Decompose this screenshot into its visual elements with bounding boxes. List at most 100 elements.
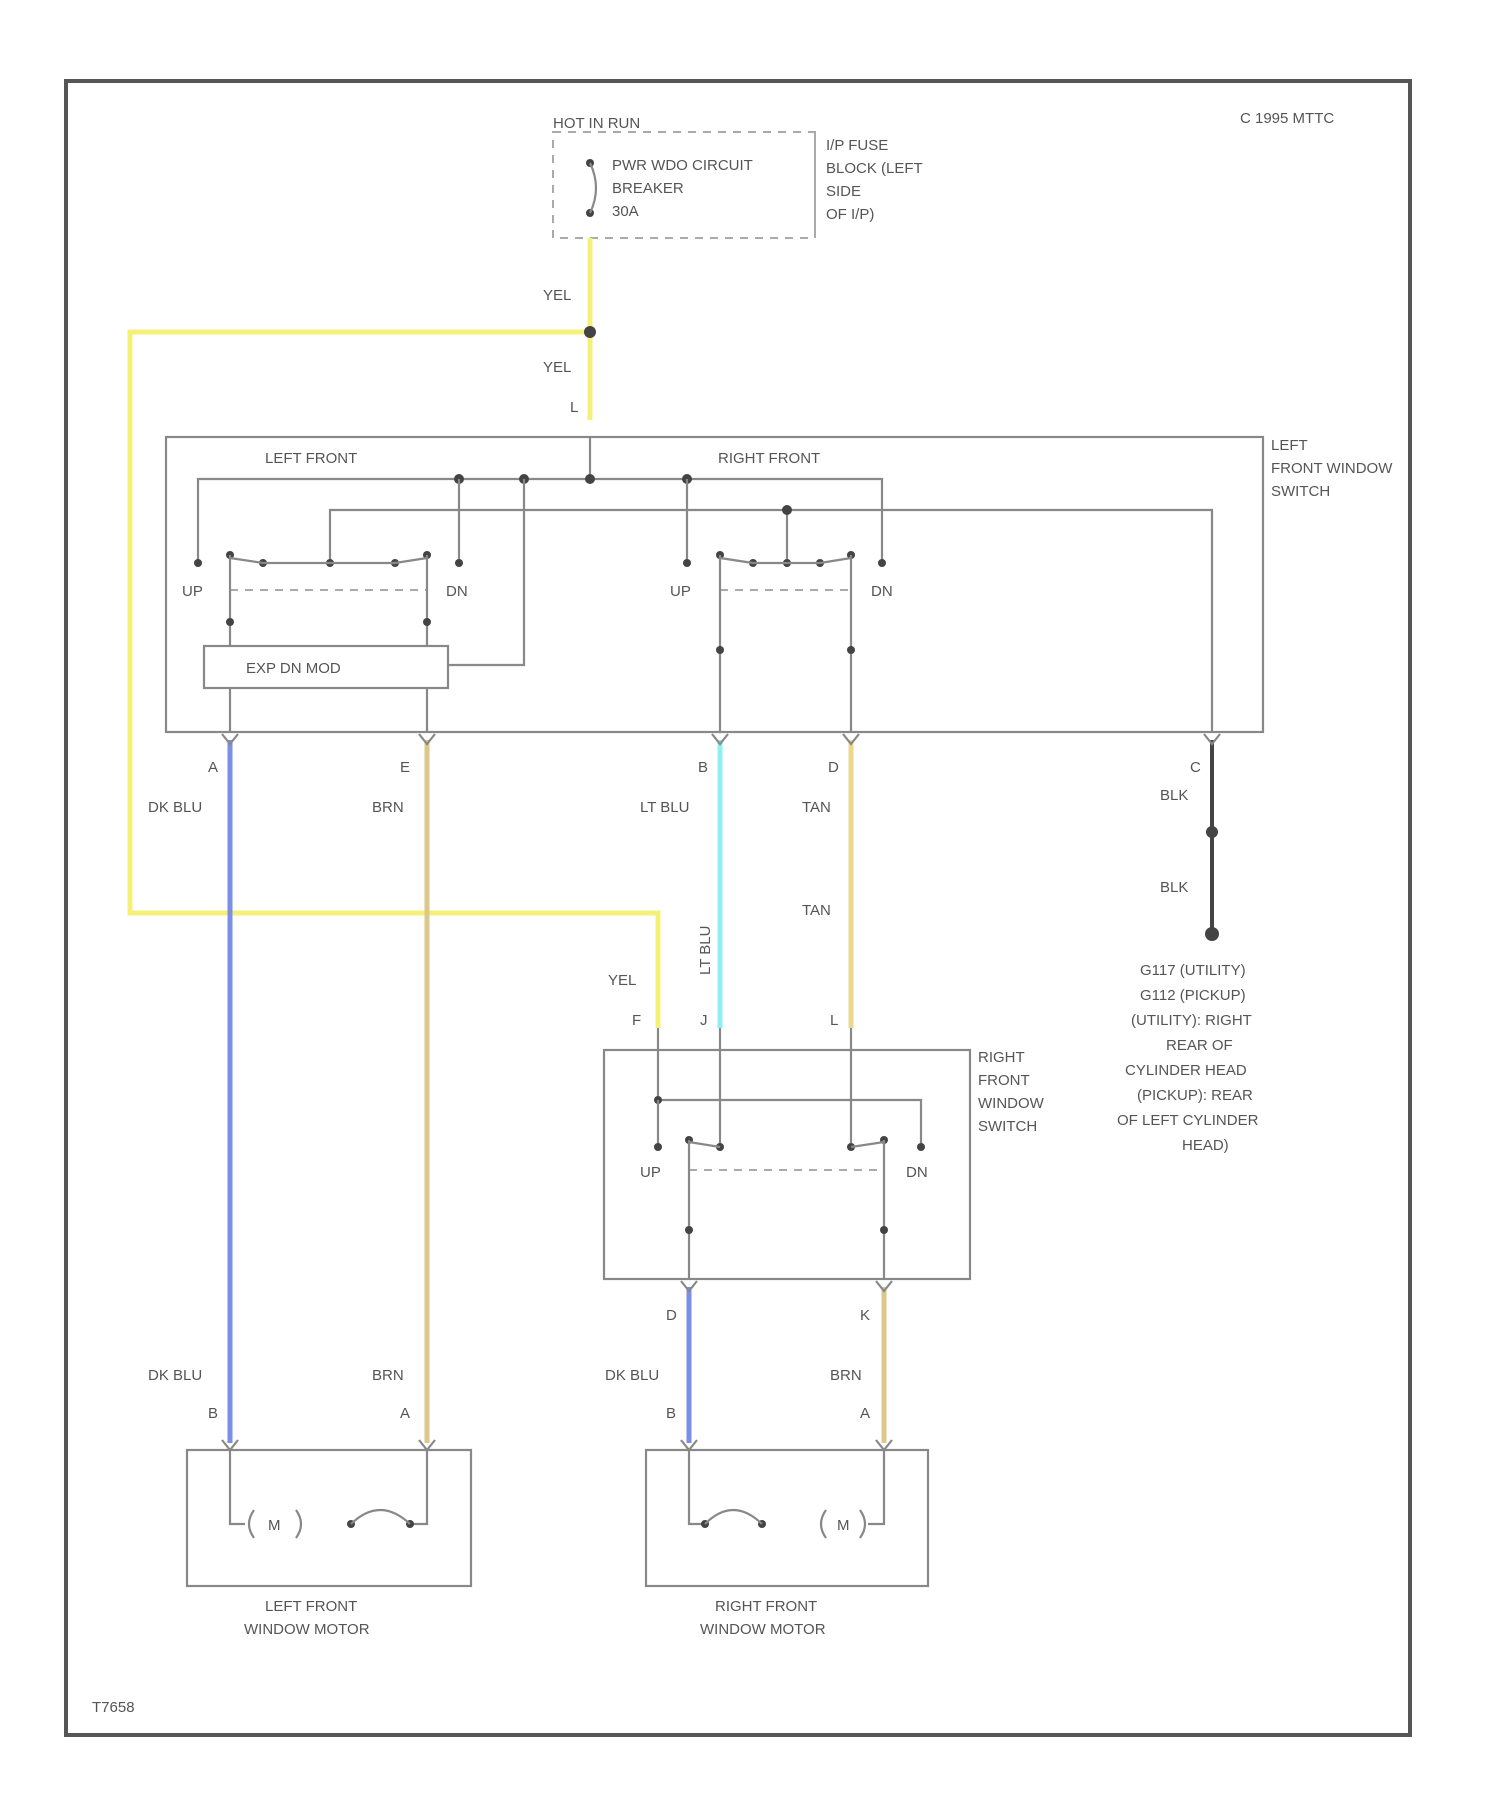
rf-contact-bar-right — [820, 558, 851, 563]
left-front-window-motor: M LEFT FRONT WINDOW MOTOR — [187, 1450, 471, 1638]
right-switch-name-line-1: RIGHT — [978, 1049, 1025, 1066]
pin-label-rfs-f: F — [632, 1012, 641, 1029]
lf-up-label: UP — [182, 583, 203, 600]
dk-blu-label-left: DK BLU — [148, 1367, 202, 1384]
pin-label-fuse-out: L — [570, 399, 578, 416]
brn-label-right: BRN — [830, 1367, 862, 1384]
right-switch-output-wires: D K DK BLU BRN B A DK BLU BRN B A — [148, 1287, 884, 1443]
yel-feed-circuit: YEL YEL L YEL F — [130, 238, 658, 1029]
connector-lfs-c — [1204, 734, 1220, 744]
rf-up-label: UP — [670, 583, 691, 600]
lf-contact-dn — [455, 559, 463, 567]
section-label-right-front: RIGHT FRONT — [718, 450, 820, 467]
tan-label-lower: TAN — [802, 902, 831, 919]
left-switch-name-line-3: SWITCH — [1271, 483, 1330, 500]
rfs-contact-bar-right — [851, 1142, 884, 1147]
dk-blu-label-upper: DK BLU — [148, 799, 202, 816]
right-switch-name-line-2: FRONT — [978, 1072, 1030, 1089]
yel-label-upper: YEL — [543, 287, 571, 304]
lf-contact-bar-left — [230, 558, 263, 563]
exp-dn-mod-label: EXP DN MOD — [246, 660, 341, 677]
left-motor-circuit-breaker — [351, 1510, 410, 1524]
fuse-location-line-2: BLOCK (LEFT — [826, 160, 923, 177]
rf-contact-bar-left — [720, 558, 753, 563]
rf-dn-label: DN — [871, 583, 893, 600]
pin-label-rfs-k: K — [860, 1307, 870, 1324]
left-motor-circuit-right — [410, 1450, 427, 1524]
pin-label-rfs-l: L — [830, 1012, 838, 1029]
rfs-contact-bar-left — [689, 1142, 720, 1147]
left-front-window-switch: LEFT FRONT WINDOW SWITCH LEFT FRONT RIGH… — [166, 437, 1393, 732]
rf-pole-right-node — [847, 646, 855, 654]
pin-label-rfs-j: J — [700, 1012, 708, 1029]
left-motor-m-bracket-left — [249, 1510, 254, 1538]
right-front-window-motor: M RIGHT FRONT WINDOW MOTOR — [646, 1450, 928, 1638]
fuse-location-line-3: SIDE — [826, 183, 861, 200]
fuse-block-outline — [553, 132, 815, 238]
lf-contact-bar-right — [395, 558, 427, 563]
connector-lfs-d — [843, 734, 859, 744]
diagram-frame — [66, 81, 1410, 1735]
pin-label-rm-b: B — [666, 1405, 676, 1422]
ground-label-line-3: (UTILITY): RIGHT — [1131, 1012, 1252, 1029]
right-motor-m-label: M — [837, 1517, 850, 1534]
fuse-location-line-1: I/P FUSE — [826, 137, 888, 154]
rfs-dn-label: DN — [906, 1164, 928, 1181]
connector-lfs-e — [419, 734, 435, 744]
rfs-contact-up — [654, 1143, 662, 1151]
rfs-contact-dn — [917, 1143, 925, 1151]
rf-contact-dn — [878, 559, 886, 567]
left-motor-name-line-2: WINDOW MOTOR — [244, 1621, 370, 1638]
lf-pole-left-node — [226, 618, 234, 626]
lt-blu-label-upper: LT BLU — [640, 799, 689, 816]
left-switch-ground-bus — [330, 510, 1212, 732]
connector-rfs-d — [681, 1281, 697, 1291]
fuse-location-line-4: OF I/P) — [826, 206, 874, 223]
left-switch-name-line-1: LEFT — [1271, 437, 1308, 454]
connector-rfs-k — [876, 1281, 892, 1291]
breaker-label-line-2: BREAKER — [612, 180, 684, 197]
rfs-pole-right-node — [880, 1226, 888, 1234]
bus-node-feed — [585, 474, 595, 484]
ground-label-line-8: HEAD) — [1182, 1137, 1229, 1154]
ground-label-line-6: (PICKUP): REAR — [1137, 1087, 1253, 1104]
left-motor-circuit-left — [230, 1450, 245, 1524]
ground-label-line-5: CYLINDER HEAD — [1125, 1062, 1247, 1079]
rf-pole-left-node — [716, 646, 724, 654]
tan-label-upper: TAN — [802, 799, 831, 816]
right-motor-name-line-1: RIGHT FRONT — [715, 1598, 817, 1615]
ground-splice — [1206, 826, 1218, 838]
pin-label-rfs-d: D — [666, 1307, 677, 1324]
left-motor-m-bracket-right — [296, 1510, 301, 1538]
ground-label-line-2: G112 (PICKUP) — [1140, 987, 1246, 1004]
connector-lfs-a — [222, 734, 238, 744]
blk-label-lower: BLK — [1160, 879, 1188, 896]
blk-label-upper: BLK — [1160, 787, 1188, 804]
copyright-label: C 1995 MTTC — [1240, 110, 1334, 127]
pin-label-lm-a: A — [400, 1405, 410, 1422]
lf-dn-label: DN — [446, 583, 468, 600]
figure-id-label: T7658 — [92, 1699, 135, 1716]
rfs-up-label: UP — [640, 1164, 661, 1181]
left-switch-bus — [198, 479, 882, 565]
right-motor-name-line-2: WINDOW MOTOR — [700, 1621, 826, 1638]
connector-lfs-b — [712, 734, 728, 744]
ground-bus-node — [782, 505, 792, 515]
right-switch-name-line-4: SWITCH — [978, 1118, 1037, 1135]
ground-point-symbol — [1205, 927, 1219, 941]
rf-contact-up — [683, 559, 691, 567]
pin-label-lm-b: B — [208, 1405, 218, 1422]
left-motor-m-label: M — [268, 1517, 281, 1534]
ground-label-line-7: OF LEFT CYLINDER — [1117, 1112, 1259, 1129]
left-switch-name-line-2: FRONT WINDOW — [1271, 460, 1393, 477]
pin-label-lfs-c: C — [1190, 759, 1201, 776]
pin-label-rm-a: A — [860, 1405, 870, 1422]
pin-label-lfs-d: D — [828, 759, 839, 776]
right-switch-name-line-3: WINDOW — [978, 1095, 1045, 1112]
left-switch-output-wires: A E B D DK BLU BRN LT BLU TAN LT BLU TAN… — [148, 740, 851, 1443]
pin-label-lfs-a: A — [208, 759, 218, 776]
ground-label-line-4: REAR OF — [1166, 1037, 1233, 1054]
lf-pole-right-node — [423, 618, 431, 626]
yel-label-right-switch: YEL — [608, 972, 636, 989]
ground-circuit: C BLK BLK G117 (UTILITY) G112 (PICKUP) (… — [1117, 740, 1259, 1154]
